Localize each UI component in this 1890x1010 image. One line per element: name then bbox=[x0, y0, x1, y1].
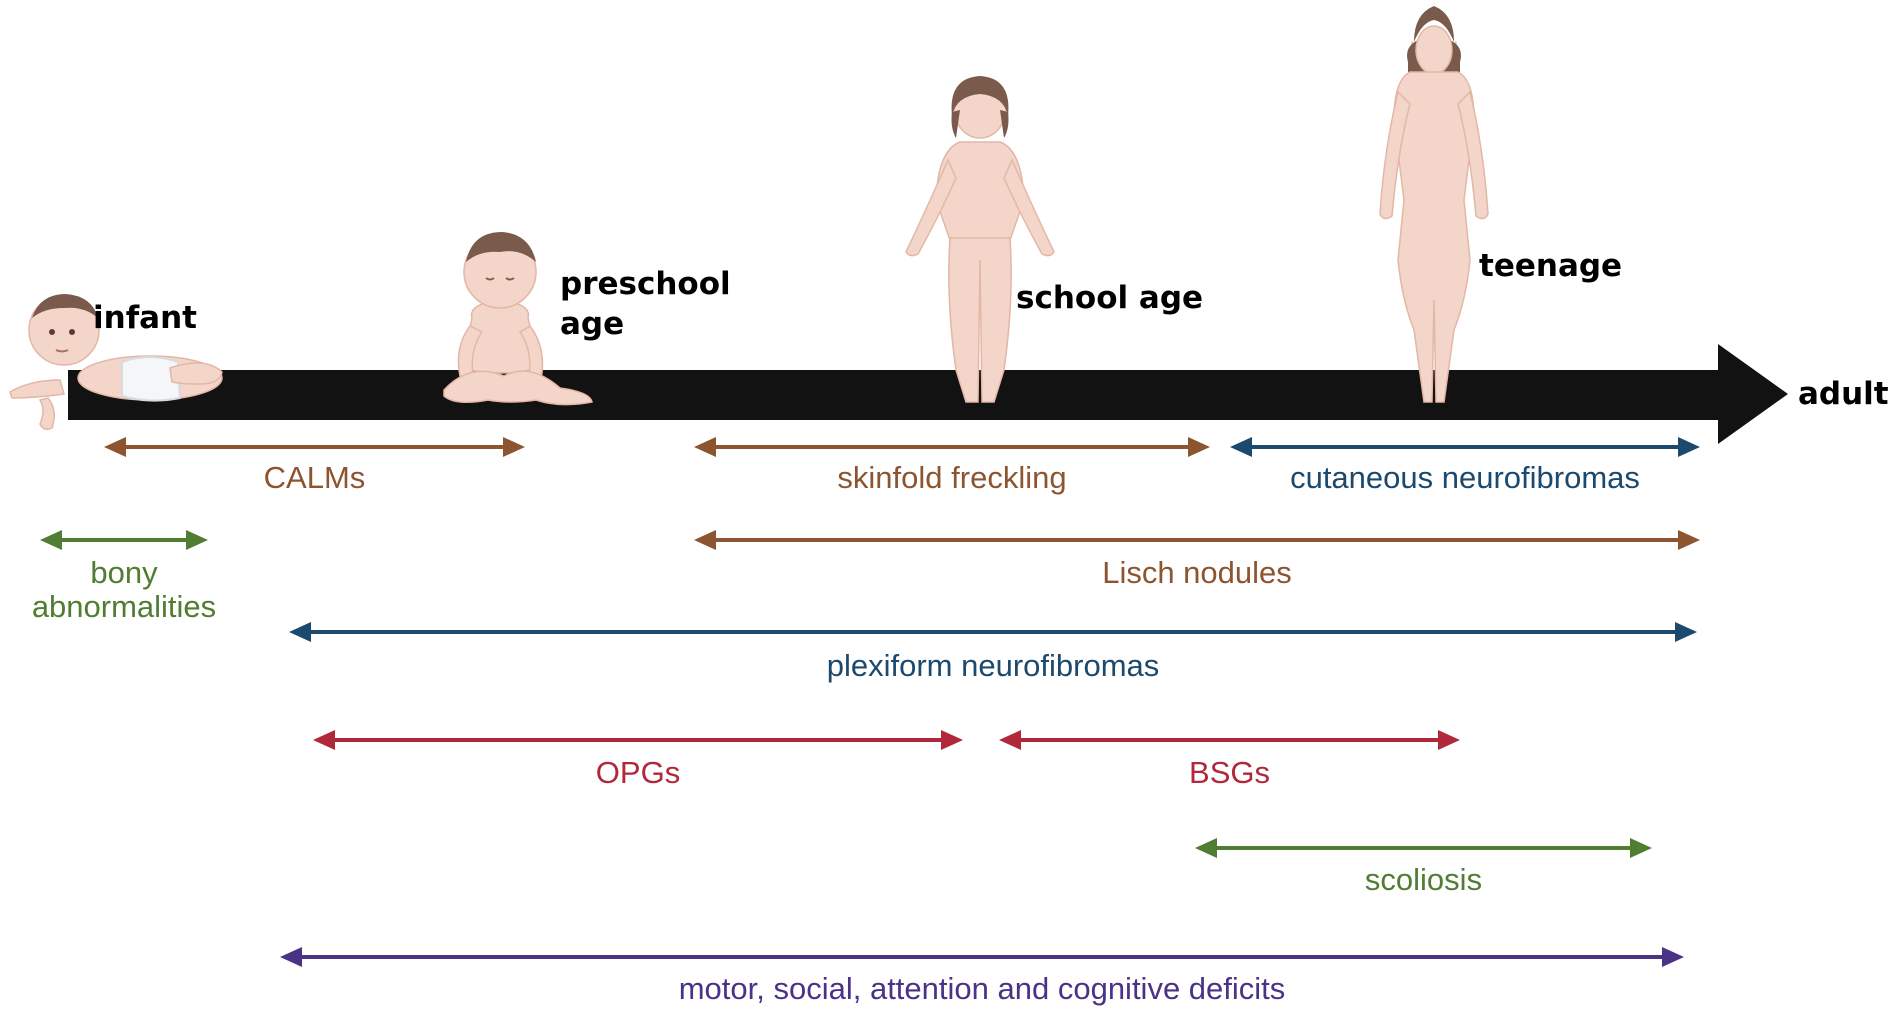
span-cutaneous-neurofibromas: cutaneous neurofibromas bbox=[1230, 437, 1700, 495]
span-cutaneous-neurofibromas-start-arrowhead bbox=[1230, 437, 1252, 457]
span-scoliosis-start-arrowhead bbox=[1195, 838, 1217, 858]
span-calms-start-arrowhead bbox=[104, 437, 126, 457]
span-label-skinfold-freckling-line: skinfold freckling bbox=[837, 460, 1066, 495]
span-deficits-start-arrowhead bbox=[280, 947, 302, 967]
span-label-plexiform-neurofibromas: plexiform neurofibromas bbox=[827, 648, 1160, 683]
span-opgs-end-arrowhead bbox=[941, 730, 963, 750]
span-label-scoliosis-line: scoliosis bbox=[1365, 862, 1482, 897]
span-plexiform-neurofibromas-end-arrowhead bbox=[1675, 622, 1697, 642]
stage-label-preschool-line: age bbox=[560, 306, 624, 342]
span-skinfold-freckling: skinfold freckling bbox=[694, 437, 1210, 495]
span-deficits: motor, social, attention and cognitive d… bbox=[280, 947, 1684, 1006]
timeline-arrow bbox=[68, 344, 1788, 444]
stage-label-preschool-line: preschool bbox=[560, 266, 731, 302]
span-label-lisch-nodules: Lisch nodules bbox=[1102, 555, 1292, 590]
span-label-calms: CALMs bbox=[264, 460, 366, 495]
span-label-plexiform-neurofibromas-line: plexiform neurofibromas bbox=[827, 648, 1160, 683]
span-bsgs-start-arrowhead bbox=[999, 730, 1021, 750]
span-label-cutaneous-neurofibromas: cutaneous neurofibromas bbox=[1290, 460, 1640, 495]
span-scoliosis: scoliosis bbox=[1195, 838, 1652, 897]
preschool-figure-illustration bbox=[443, 232, 593, 406]
span-plexiform-neurofibromas: plexiform neurofibromas bbox=[289, 622, 1697, 683]
span-calms-end-arrowhead bbox=[503, 437, 525, 457]
span-label-lisch-nodules-line: Lisch nodules bbox=[1102, 555, 1292, 590]
stage-label-adult: adult bbox=[1798, 376, 1889, 412]
span-deficits-end-arrowhead bbox=[1662, 947, 1684, 967]
span-lisch-nodules-end-arrowhead bbox=[1678, 530, 1700, 550]
span-label-deficits-line: motor, social, attention and cognitive d… bbox=[679, 971, 1286, 1006]
stage-label-adult-line: adult bbox=[1798, 376, 1889, 412]
span-scoliosis-end-arrowhead bbox=[1630, 838, 1652, 858]
span-label-cutaneous-neurofibromas-line: cutaneous neurofibromas bbox=[1290, 460, 1640, 495]
stage-label-school: school age bbox=[1016, 280, 1203, 316]
stage-label-infant-line: infant bbox=[93, 300, 197, 336]
school-age-figure-illustration bbox=[905, 76, 1055, 403]
span-skinfold-freckling-end-arrowhead bbox=[1188, 437, 1210, 457]
span-skinfold-freckling-start-arrowhead bbox=[694, 437, 716, 457]
stage-label-preschool: preschool age bbox=[560, 266, 731, 342]
span-label-bsgs: BSGs bbox=[1189, 755, 1270, 790]
span-opgs-start-arrowhead bbox=[313, 730, 335, 750]
span-plexiform-neurofibromas-start-arrowhead bbox=[289, 622, 311, 642]
stage-label-infant: infant bbox=[93, 300, 197, 336]
span-label-deficits: motor, social, attention and cognitive d… bbox=[679, 971, 1286, 1006]
stage-label-teenage-line: teenage bbox=[1479, 248, 1622, 284]
span-lisch-nodules-start-arrowhead bbox=[694, 530, 716, 550]
span-bony-abnormalities-start-arrowhead bbox=[40, 530, 62, 550]
span-calms: CALMs bbox=[104, 437, 525, 495]
span-label-calms-line: CALMs bbox=[264, 460, 366, 495]
span-lisch-nodules: Lisch nodules bbox=[694, 530, 1700, 590]
span-label-opgs: OPGs bbox=[596, 755, 680, 790]
span-label-skinfold-freckling: skinfold freckling bbox=[837, 460, 1066, 495]
span-cutaneous-neurofibromas-end-arrowhead bbox=[1678, 437, 1700, 457]
span-label-bony-abnormalities-line: abnormalities bbox=[32, 589, 216, 624]
span-bsgs-end-arrowhead bbox=[1438, 730, 1460, 750]
span-label-bsgs-line: BSGs bbox=[1189, 755, 1270, 790]
span-bsgs: BSGs bbox=[999, 730, 1460, 790]
stage-label-teenage: teenage bbox=[1479, 248, 1622, 284]
span-label-bony-abnormalities-line: bony bbox=[90, 555, 158, 590]
span-opgs: OPGs bbox=[313, 730, 963, 790]
stage-label-school-line: school age bbox=[1016, 280, 1203, 316]
span-label-opgs-line: OPGs bbox=[596, 755, 680, 790]
infant-figure-illustration bbox=[9, 294, 223, 431]
span-label-scoliosis: scoliosis bbox=[1365, 862, 1482, 897]
teenage-figure-illustration bbox=[1379, 6, 1489, 403]
span-bony-abnormalities-end-arrowhead bbox=[186, 530, 208, 550]
